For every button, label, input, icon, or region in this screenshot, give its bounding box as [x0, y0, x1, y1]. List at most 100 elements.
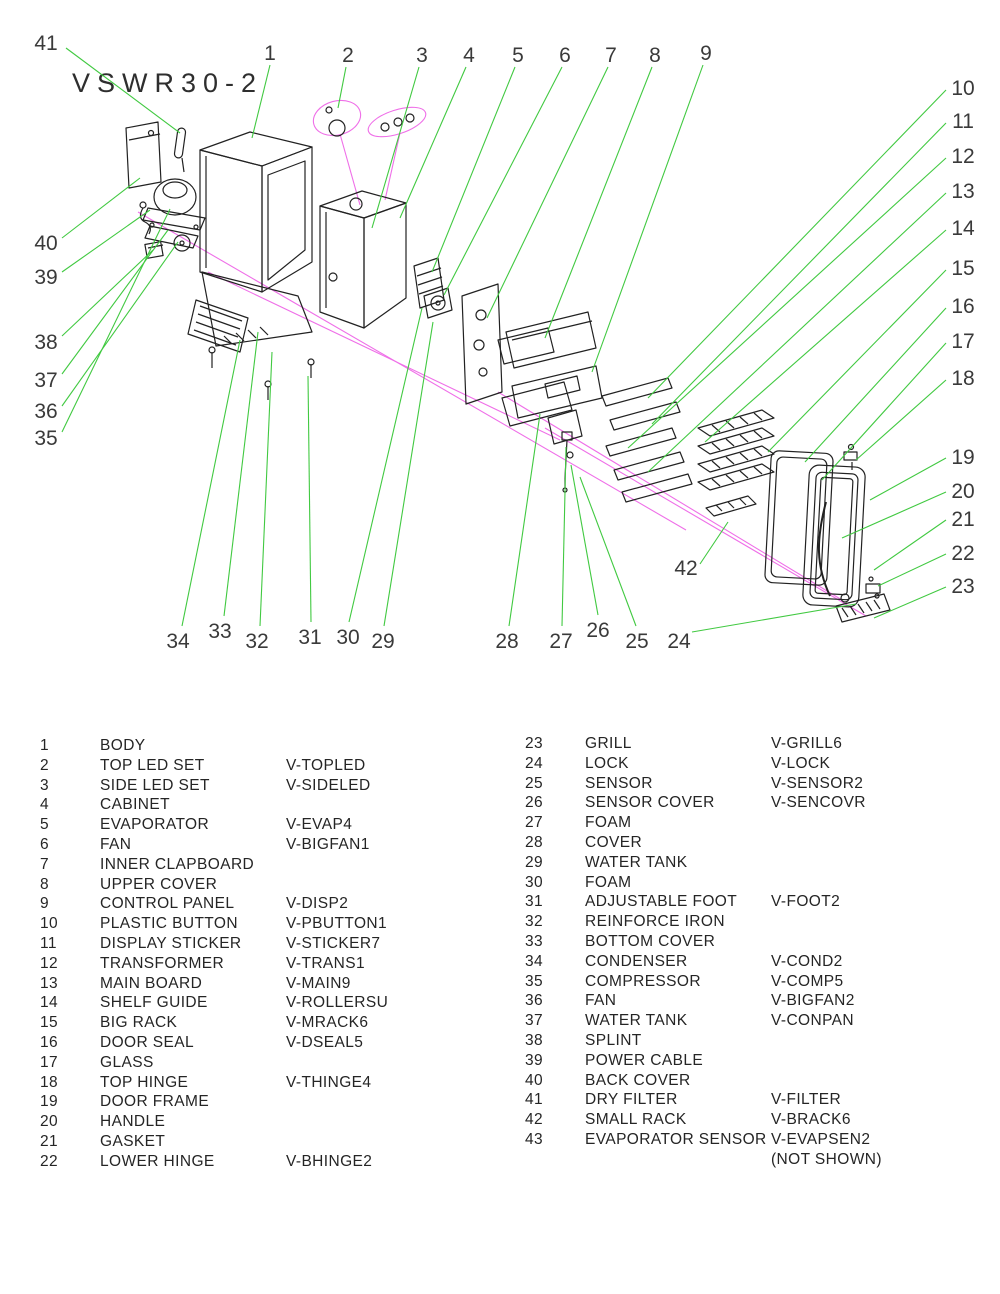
part-code: [286, 875, 508, 895]
part-name: SENSOR COVER: [585, 794, 715, 812]
part-num: 9: [40, 895, 50, 913]
callout-line-11: [651, 122, 947, 425]
part-code: V-TRANS1: [286, 954, 365, 972]
part-num: 42: [525, 1111, 544, 1129]
bottom-cover-part: [201, 271, 313, 347]
part-row: 31 ADJUSTABLE FOOT V-FOOT2: [523, 892, 973, 912]
part-code: V-TOPLED: [286, 756, 366, 774]
part-name: BACK COVER: [585, 1071, 691, 1089]
callout-line-14: [704, 229, 947, 443]
callout-25: 25: [625, 630, 648, 653]
callout-line-6: [443, 66, 563, 296]
part-num: 10: [40, 915, 59, 933]
back-cover-part: [125, 121, 162, 189]
callout-39: 39: [34, 266, 57, 289]
part-name: HANDLE: [100, 1113, 166, 1131]
part-code: V-LOCK: [771, 754, 831, 772]
callout-line-30: [348, 307, 423, 623]
cabinet-part: [319, 190, 407, 329]
callout-line-35: [61, 208, 171, 433]
adjustable-feet-part: [208, 346, 315, 400]
part-num: 32: [525, 913, 544, 931]
part-name: [585, 1150, 771, 1170]
callout-19: 19: [951, 446, 974, 469]
callout-line-3: [371, 66, 420, 229]
grill-part: [835, 593, 891, 623]
callout-42: 42: [674, 557, 697, 580]
part-code: V-BRACK6: [771, 1111, 851, 1129]
part-code: [771, 813, 973, 833]
part-num: 17: [40, 1053, 59, 1071]
part-num: 1: [40, 737, 50, 754]
handle-part: [818, 501, 831, 597]
small-rack-part: [705, 495, 757, 517]
lock-part: [840, 593, 850, 603]
part-num: 5: [40, 816, 50, 834]
callout-line-37: [61, 229, 169, 375]
part-code: [771, 932, 973, 952]
callout-line-22: [877, 553, 947, 587]
part-name: WATER TANK: [585, 1012, 688, 1030]
upper-cover-part: [505, 311, 597, 369]
callout-6: 6: [559, 44, 571, 67]
big-rack-part: [697, 409, 775, 491]
callout-10: 10: [951, 77, 974, 100]
callout-34: 34: [166, 630, 190, 653]
part-code: V-EVAPSEN2: [771, 1130, 871, 1148]
part-code: [286, 1092, 508, 1112]
part-code: [286, 1053, 508, 1073]
part-name: FOAM: [585, 814, 632, 832]
part-code: V-DISP2: [286, 895, 349, 913]
part-code: V-FOOT2: [771, 893, 841, 911]
callout-line-1: [251, 64, 271, 139]
callout-5: 5: [512, 44, 524, 67]
part-code: V-SIDELED: [286, 776, 371, 794]
dry-filter-part: [173, 127, 187, 173]
callout-23: 23: [951, 575, 974, 598]
side-led-part: [380, 113, 415, 132]
part-name: DRY FILTER: [585, 1091, 678, 1109]
cover-part: [501, 381, 573, 427]
part-code: V-CONPAN: [771, 1012, 855, 1030]
callout-8: 8: [649, 44, 661, 67]
part-name: GLASS: [100, 1053, 154, 1071]
callout-line-40: [61, 177, 141, 239]
part-num: 3: [40, 776, 50, 794]
part-num: 31: [525, 893, 544, 911]
part-code: V-COMP5: [771, 972, 844, 990]
part-num: [523, 1150, 585, 1170]
part-name: ADJUSTABLE FOOT: [585, 893, 738, 911]
part-row: (NOT SHOWN): [523, 1150, 973, 1170]
part-name: EVAPORATOR SENSOR: [585, 1130, 767, 1148]
door-seal-part: [764, 450, 834, 586]
callout-line-layer: [61, 47, 947, 633]
part-num: 12: [40, 954, 59, 972]
callout-28: 28: [495, 630, 518, 653]
part-num: 41: [525, 1091, 544, 1109]
part-code: [771, 912, 973, 932]
part-code: V-SENCOVR: [771, 794, 866, 812]
fan-part: [423, 287, 453, 319]
callout-40: 40: [34, 232, 57, 255]
callout-line-27: [561, 446, 567, 627]
part-name: TOP LED SET: [100, 756, 205, 774]
part-name: UPPER COVER: [100, 875, 218, 893]
